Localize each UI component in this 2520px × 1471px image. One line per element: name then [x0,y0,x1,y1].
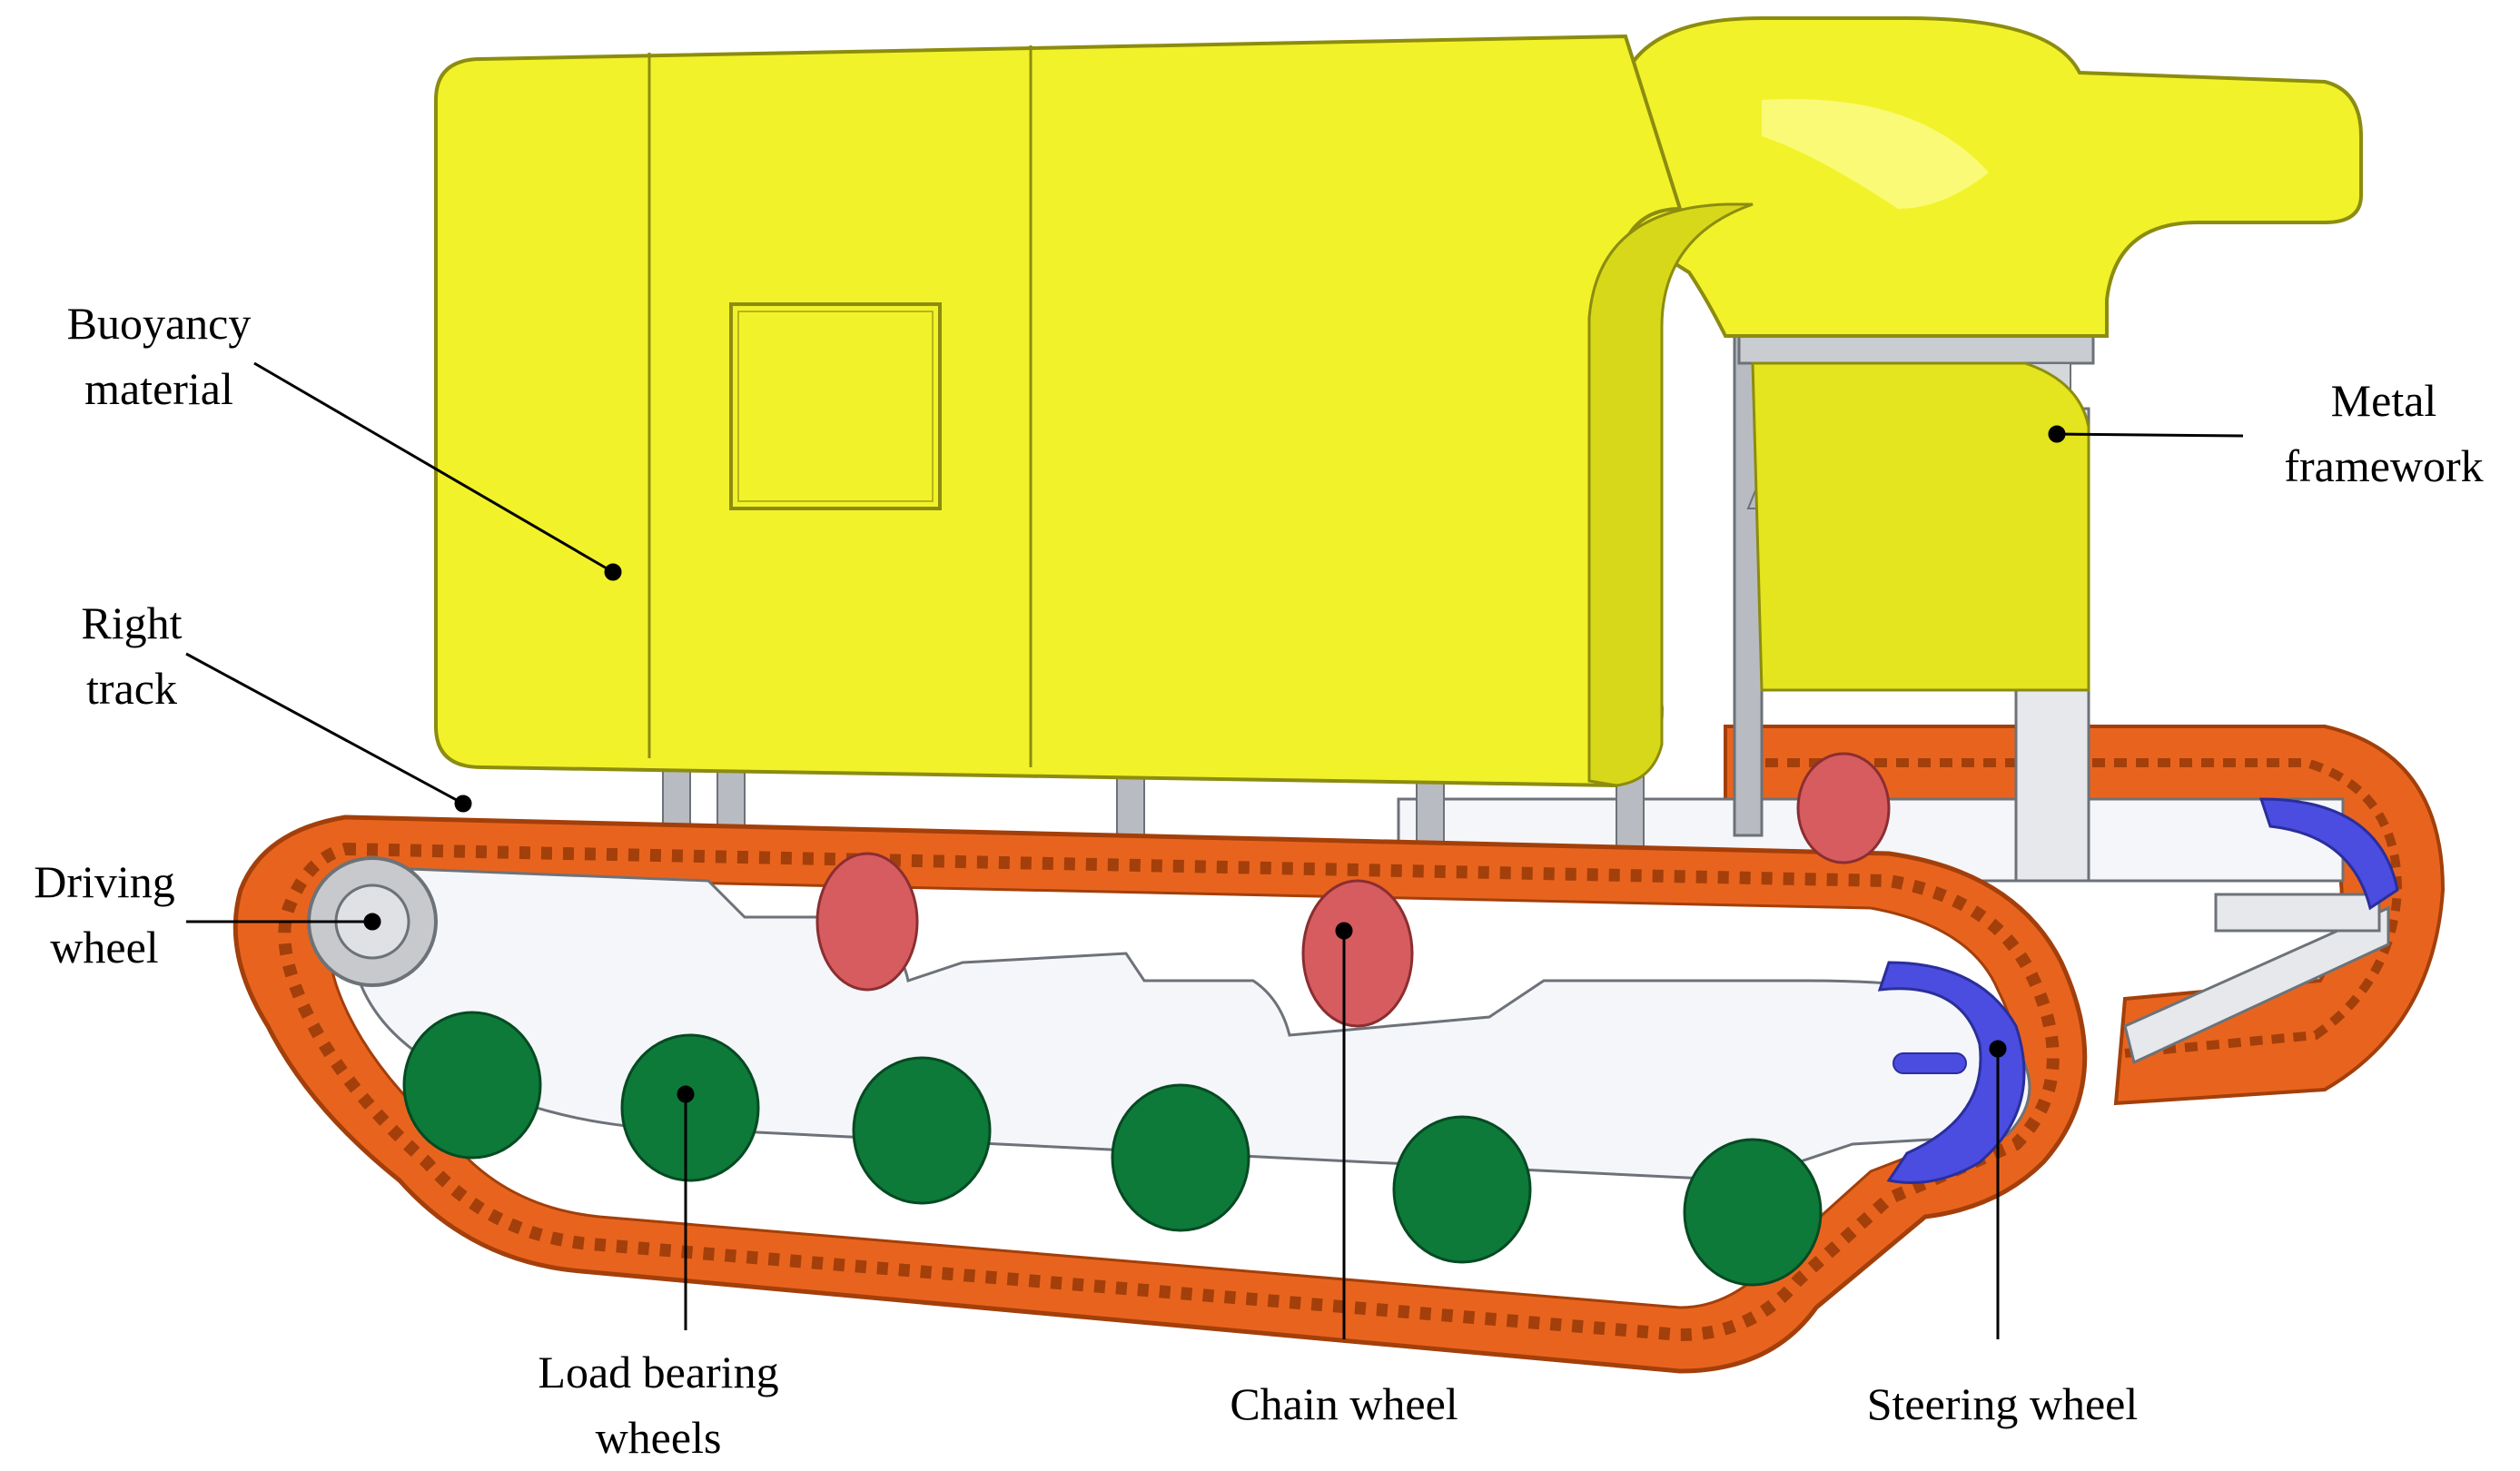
label-right-track-line2: track [86,663,177,714]
buoyancy-main-front [434,34,1683,788]
label-steering-line1: Steering wheel [1866,1378,2139,1429]
label-driving-wheel: Driving wheel [9,849,200,980]
leader-load-dot [677,1085,695,1103]
buoyancy-top-rounded-overhang [1615,16,2363,338]
buoyancy-inner-face [1751,361,2090,692]
buoyancy-block [434,16,2363,788]
label-driving-line2: wheel [50,922,159,972]
left-track-belt-inner [1744,758,2403,1058]
load-wheel-3 [852,1056,992,1205]
load-wheel-2 [620,1033,760,1182]
label-right-track-line1: Right [81,597,183,648]
buoyancy-overhang-highlight [1762,99,1989,209]
label-metal-line1: Metal [2330,375,2437,426]
label-load-bearing-wheels: Load bearing wheels [509,1339,808,1470]
load-wheel-1 [402,1011,542,1160]
label-steering-wheel: Steering wheel [1825,1371,2179,1436]
leader-driving-dot [363,913,381,931]
leader-buoyancy-dot [604,563,622,581]
leader-steering-dot [1989,1040,2007,1058]
chain-wheel-3 [1796,752,1891,864]
label-load-line2: wheels [595,1412,722,1463]
leader-buoyancy [253,361,614,574]
load-bearing-wheels [402,1011,1823,1287]
load-wheel-5 [1392,1115,1532,1264]
steering-slot [1892,1052,1967,1074]
right-track-cleat-band [278,842,2060,1342]
chain-wheels [815,752,1891,1028]
leader-metal [2056,432,2244,438]
buoyancy-hatch-panel [729,302,942,510]
load-wheel-4 [1111,1083,1250,1232]
leader-right-track-dot [454,795,472,813]
load-wheel-6 [1683,1138,1823,1287]
right-track-front [232,797,2399,1374]
label-buoyancy-line1: Buoyancy [66,298,252,349]
frame-deck-plate [2214,893,2381,933]
label-buoyancy-line2: material [84,363,233,414]
steering-wheel [1877,961,2026,1184]
chain-wheel-1 [815,852,919,992]
steering-wheel-rear [2258,797,2399,911]
label-buoyancy-material: Buoyancy material [36,291,282,421]
buoyancy-side-face [1587,202,1754,787]
label-metal-framework: Metal framework [2252,368,2515,499]
label-metal-line2: framework [2284,440,2484,491]
right-side-plate [348,865,2031,1182]
label-chain-line1: Chain wheel [1230,1378,1458,1429]
leader-lines [185,361,2244,1339]
label-driving-line1: Driving [34,856,175,907]
label-load-line1: Load bearing [538,1347,779,1397]
frame-crossbar [2123,905,2390,1065]
label-right-track: Right track [54,590,209,721]
buoyancy-hatch-inner [737,311,934,502]
leader-chain-dot [1335,922,1353,940]
leader-right-track [185,652,464,805]
chain-wheel-2 [1301,879,1414,1028]
leader-metal-dot [2048,425,2066,443]
label-chain-wheel: Chain wheel [1181,1371,1507,1436]
